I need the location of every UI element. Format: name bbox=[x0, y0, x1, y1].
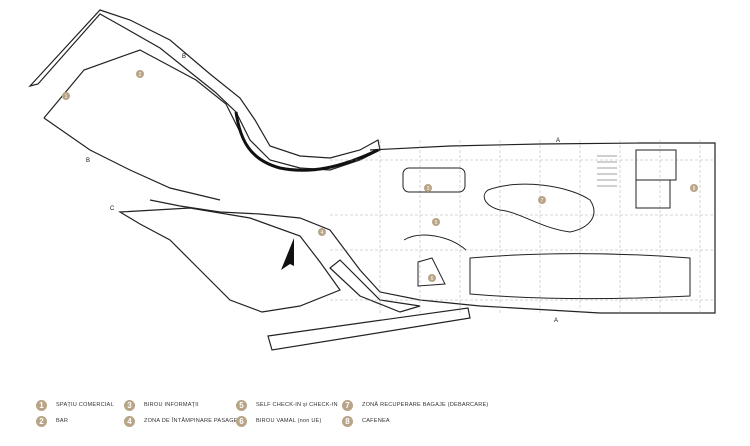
south-wing-outline bbox=[118, 207, 341, 313]
terminal-outline bbox=[149, 142, 716, 314]
legend-item: 7 ZONĂ RECUPERARE BAGAJE (DEBARCARE) bbox=[342, 398, 488, 412]
svg-text:3: 3 bbox=[427, 186, 430, 192]
legend-item: 5 SELF CHECK-IN și CHECK-IN bbox=[236, 398, 338, 412]
room-east-lower bbox=[635, 179, 671, 209]
checkin-counter bbox=[403, 234, 467, 251]
legend-label: CAFENEA bbox=[362, 418, 390, 424]
legend-label: BAR bbox=[56, 418, 69, 424]
section-mark: C bbox=[110, 206, 115, 212]
section-mark: A bbox=[556, 138, 560, 144]
svg-text:8: 8 bbox=[693, 186, 696, 192]
zone-marker-7: 7 bbox=[538, 196, 546, 204]
zone-marker-8: 8 bbox=[690, 184, 698, 192]
legend-label: BIROU VAMAL (non UE) bbox=[256, 418, 322, 424]
zone-marker-4: 4 bbox=[318, 228, 326, 236]
svg-text:1: 1 bbox=[65, 94, 68, 100]
legend-item: 1 SPAȚIU COMERCIAL bbox=[36, 398, 114, 412]
svg-text:6: 6 bbox=[431, 276, 434, 282]
legend: 1 SPAȚIU COMERCIAL 2 BAR 3 BIROU INFORMA… bbox=[0, 392, 750, 446]
legend-item: 3 BIROU INFORMAȚII bbox=[124, 398, 199, 412]
left-wing-inner-wall bbox=[43, 49, 241, 133]
legend-item: 6 BIROU VAMAL (non UE) bbox=[236, 414, 322, 428]
zone-marker-6: 6 bbox=[428, 274, 436, 282]
legend-badge: 8 bbox=[342, 415, 353, 427]
baggage-carousel bbox=[483, 183, 595, 233]
legend-badge: 6 bbox=[236, 415, 247, 427]
svg-text:7: 7 bbox=[541, 198, 544, 204]
legend-label: ZONĂ RECUPERARE BAGAJE (DEBARCARE) bbox=[362, 402, 489, 408]
zone-marker-1: 1 bbox=[62, 92, 70, 100]
pier-outline bbox=[267, 307, 471, 351]
legend-badge: 2 bbox=[36, 415, 47, 427]
legend-label: ZONA DE ÎNTÂMPINARE PASAGERI bbox=[144, 418, 244, 424]
room-east bbox=[635, 149, 677, 181]
section-mark: B bbox=[86, 158, 90, 164]
svg-text:5: 5 bbox=[435, 220, 438, 226]
curved-facade bbox=[234, 111, 379, 172]
zone-marker-5: 5 bbox=[432, 218, 440, 226]
legend-badge: 1 bbox=[36, 399, 47, 411]
legend-badge: 5 bbox=[236, 399, 247, 411]
room-office bbox=[402, 167, 466, 193]
svg-text:4: 4 bbox=[321, 230, 324, 236]
legend-item: 8 CAFENEA bbox=[342, 414, 390, 428]
section-mark: B bbox=[182, 54, 186, 60]
room-customs bbox=[417, 257, 446, 287]
legend-label: SPAȚIU COMERCIAL bbox=[56, 402, 114, 408]
legend-badge: 3 bbox=[124, 399, 135, 411]
legend-label: BIROU INFORMAȚII bbox=[144, 402, 199, 408]
legend-label: SELF CHECK-IN și CHECK-IN bbox=[256, 402, 338, 408]
section-mark: A bbox=[554, 318, 558, 324]
zone-marker-3: 3 bbox=[424, 184, 432, 192]
baggage-belt bbox=[469, 253, 691, 300]
floor-plan-drawing: 1 2 3 4 5 6 7 8 B B A A C bbox=[28, 9, 716, 351]
svg-text:2: 2 bbox=[139, 72, 142, 78]
left-wing-outline bbox=[28, 9, 381, 171]
legend-badge: 7 bbox=[342, 399, 353, 411]
legend-item: 4 ZONA DE ÎNTÂMPINARE PASAGERI bbox=[124, 414, 244, 428]
legend-item: 2 BAR bbox=[36, 414, 68, 428]
legend-badge: 4 bbox=[124, 415, 135, 427]
left-wing-lower-wall bbox=[43, 117, 221, 201]
north-arrow-icon bbox=[281, 238, 294, 270]
zone-marker-2: 2 bbox=[136, 70, 144, 78]
